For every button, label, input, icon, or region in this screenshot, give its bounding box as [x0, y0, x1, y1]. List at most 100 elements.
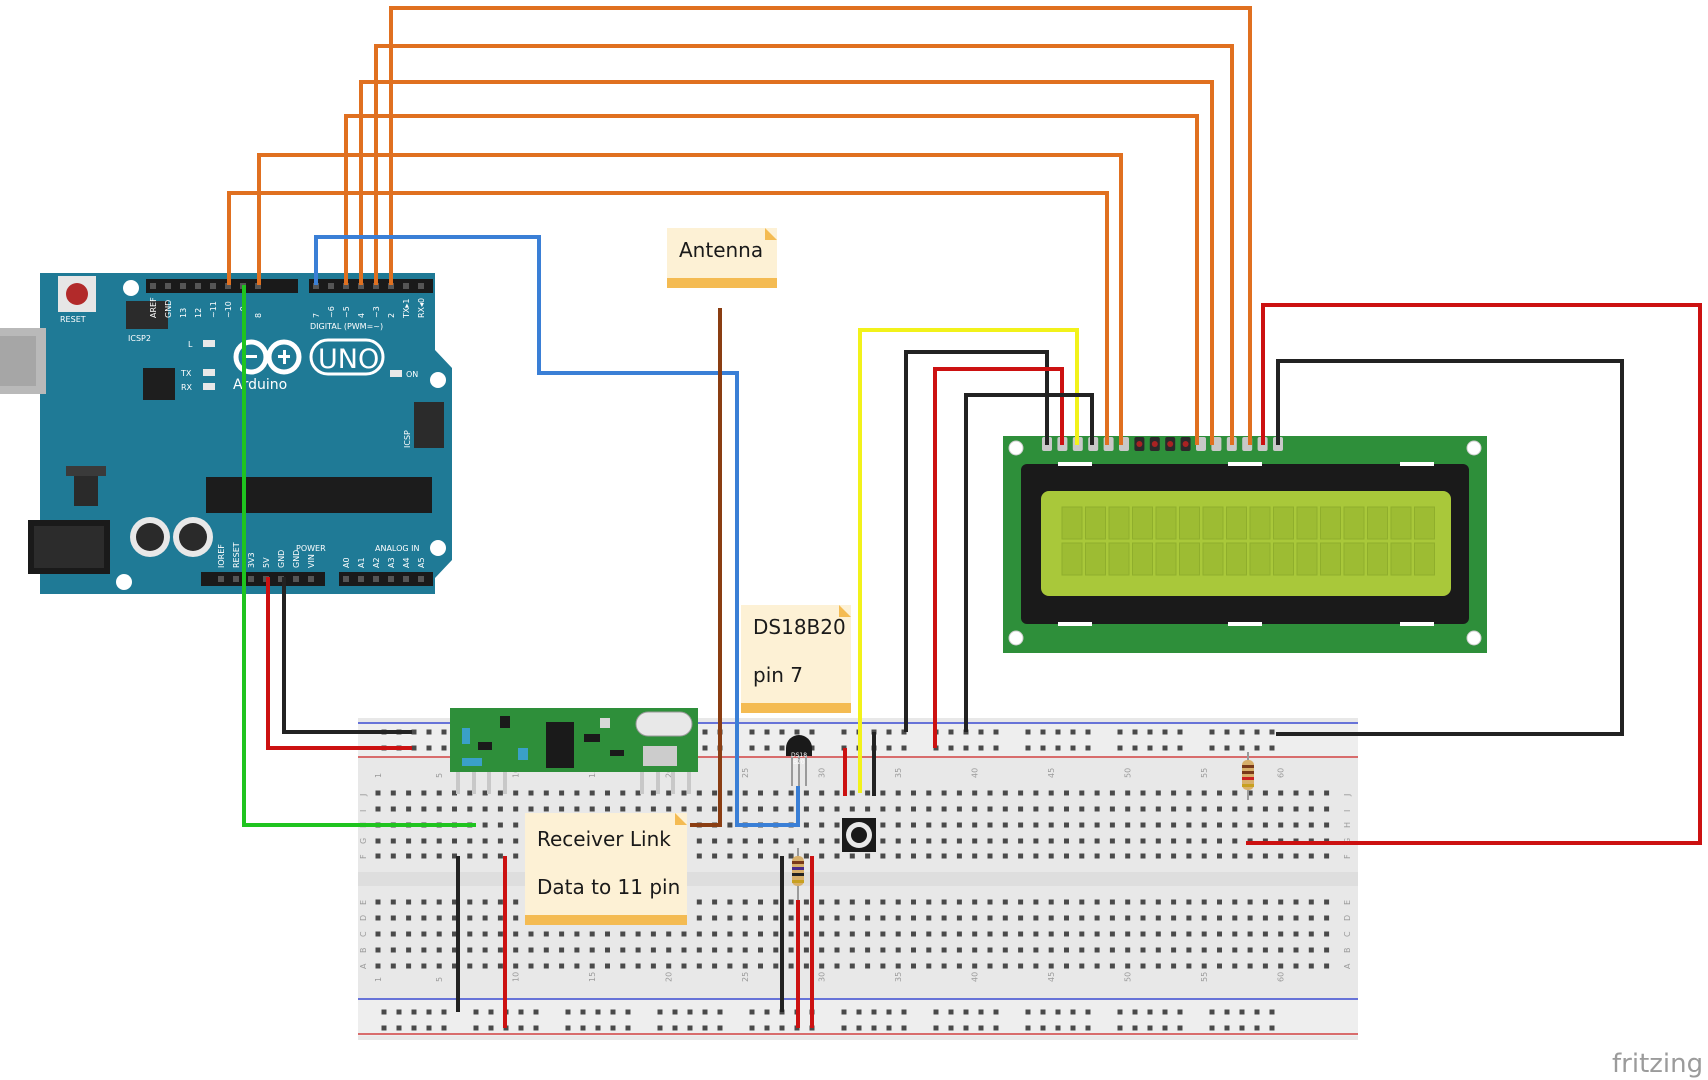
breadboard-hole: [1002, 822, 1008, 828]
breadboard-row-letter: A: [1343, 963, 1352, 969]
breadboard-hole: [375, 853, 381, 859]
arduino-logo: UNO Arduino: [233, 338, 385, 393]
breadboard-rail-hole: [871, 1009, 877, 1015]
breadboard-rail-hole: [595, 1025, 601, 1031]
wire-blue: [314, 235, 800, 827]
breadboard-hole: [895, 822, 901, 828]
note-receiver-line1: Receiver Link: [537, 827, 671, 851]
lcd-16x2-display: [1003, 436, 1487, 653]
breadboard-hole: [1155, 931, 1161, 937]
breadboard-rail-hole: [411, 1025, 417, 1031]
breadboard-hole: [941, 853, 947, 859]
breadboard-hole: [635, 947, 641, 953]
breadboard-hole: [880, 947, 886, 953]
breadboard-hole: [620, 790, 626, 796]
breadboard-hole: [1186, 790, 1192, 796]
breadboard-hole: [1140, 947, 1146, 953]
breadboard-rail-hole: [764, 1025, 770, 1031]
breadboard-hole: [467, 853, 473, 859]
breadboard-hole: [497, 806, 503, 812]
breadboard-hole: [436, 931, 442, 937]
breadboard-hole: [834, 931, 840, 937]
breadboard-hole: [1247, 899, 1253, 905]
breadboard-hole: [650, 806, 656, 812]
lcd-char-cell: [1132, 542, 1153, 576]
breadboard-hole: [1094, 915, 1100, 921]
breadboard-hole: [1155, 822, 1161, 828]
digital-pin-label: ~3: [372, 306, 381, 318]
breadboard-hole: [773, 838, 779, 844]
breadboard-hole: [1064, 899, 1069, 905]
breadboard-hole: [1033, 899, 1039, 905]
breadboard-hole: [497, 963, 503, 969]
breadboard-hole: [390, 915, 396, 921]
breadboard-hole: [1186, 947, 1192, 953]
breadboard-rail-hole: [809, 729, 815, 735]
breadboard-rail-hole: [1040, 1025, 1046, 1031]
breadboard-hole: [803, 853, 809, 859]
icsp2-header: [126, 301, 168, 329]
breadboard-rail-hole: [1055, 729, 1061, 735]
lcd-char-cell: [1226, 542, 1247, 576]
led-tx-label: TX: [180, 369, 192, 378]
breadboard-hole: [895, 915, 901, 921]
breadboard-hole: [421, 838, 427, 844]
lcd-char-cell: [1155, 506, 1177, 540]
breadboard-rail-hole: [779, 745, 785, 751]
breadboard-rail-hole: [1055, 1025, 1061, 1031]
breadboard-hole: [1094, 899, 1100, 905]
breadboard-hole: [574, 931, 580, 937]
breadboard-rail-hole: [841, 1025, 847, 1031]
header-pin: [313, 283, 319, 289]
breadboard-hole: [1247, 853, 1253, 859]
breadboard-hole: [819, 853, 825, 859]
breadboard-hole: [1308, 915, 1314, 921]
breadboard-row-letter: I: [359, 810, 368, 812]
breadboard-hole: [819, 806, 825, 812]
note-antenna: Antenna: [667, 228, 777, 288]
breadboard-row-letter: D: [1343, 915, 1352, 921]
breadboard-hole: [482, 822, 488, 828]
breadboard-column-number: 15: [588, 768, 597, 778]
breadboard-hole: [1247, 947, 1253, 953]
lcd-char-cell: [1061, 542, 1083, 576]
arduino-uno-board: RESET ICSP2 ICSP L TX RX ON: [0, 273, 452, 594]
breadboard-hole: [1079, 915, 1085, 921]
breadboard-hole: [1155, 806, 1161, 812]
breadboard-hole: [926, 931, 932, 937]
rf-pin: [640, 772, 644, 794]
header-pin: [248, 576, 254, 582]
breadboard-rail-hole: [948, 1025, 954, 1031]
breadboard-rail-hole: [672, 1025, 678, 1031]
breadboard-hole: [1293, 947, 1299, 953]
breadboard-hole: [1048, 790, 1054, 796]
breadboard-hole: [1324, 790, 1330, 796]
breadboard-hole: [452, 963, 457, 969]
breadboard-row-letter: C: [1343, 931, 1352, 937]
breadboard-hole: [773, 931, 779, 937]
breadboard-hole: [375, 915, 381, 921]
breadboard-rail-hole: [1025, 1009, 1031, 1015]
breadboard-column-number: 60: [1277, 768, 1286, 778]
breadboard-hole: [1232, 931, 1238, 937]
breadboard-hole: [834, 806, 840, 812]
breadboard-hole: [1109, 853, 1115, 859]
analog-label: ANALOG IN: [375, 544, 420, 553]
breadboard-row-letter: H: [1343, 822, 1352, 828]
breadboard-hole: [1308, 822, 1314, 828]
breadboard-hole: [666, 947, 672, 953]
header-pin: [165, 283, 171, 289]
breadboard-rail-hole: [1025, 1025, 1031, 1031]
breadboard-hole: [865, 947, 871, 953]
led-on-label: ON: [406, 370, 418, 379]
breadboard-rail-hole: [1147, 1009, 1153, 1015]
breadboard-hole: [1232, 790, 1238, 796]
breadboard-hole: [1308, 790, 1314, 796]
breadboard-hole: [819, 963, 825, 969]
breadboard-hole: [1155, 915, 1161, 921]
breadboard-hole: [497, 853, 503, 859]
header-pin: [358, 283, 364, 289]
breadboard-hole: [1201, 963, 1207, 969]
breadboard-hole: [1171, 853, 1177, 859]
breadboard-hole: [1201, 822, 1207, 828]
